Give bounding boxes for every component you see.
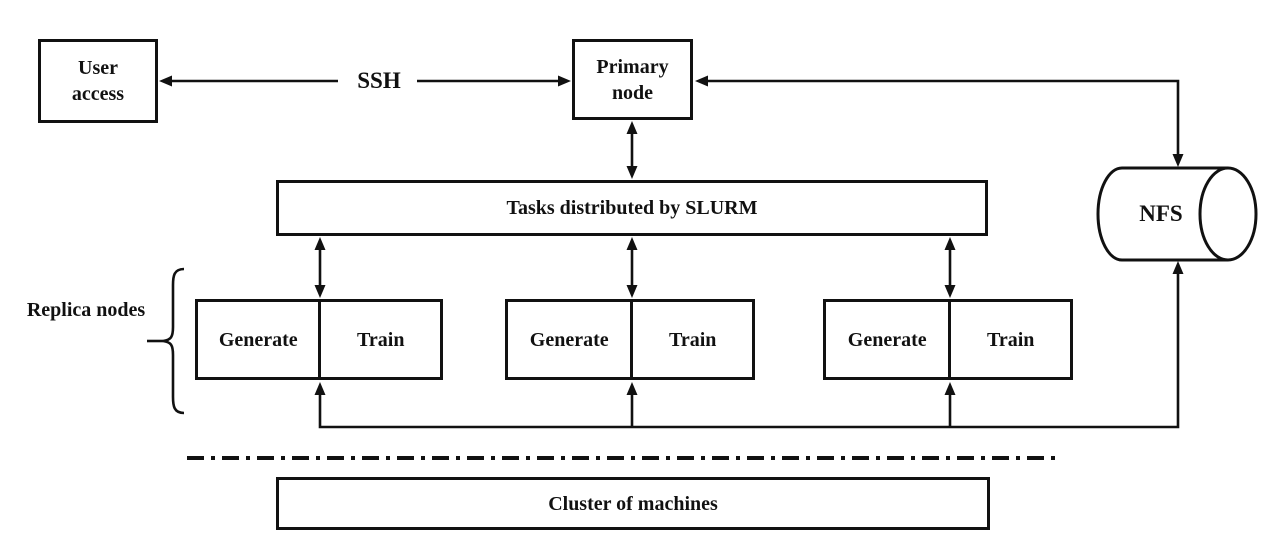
replica-nodes-group-label: Replica nodes [25, 296, 147, 325]
arrowhead-into-replica1-top [314, 285, 326, 298]
train-label: Train [987, 328, 1035, 351]
replica-node-2: Generate Train [505, 299, 755, 380]
primary-node: Primary node [572, 39, 693, 120]
cluster-of-machines-node: Cluster of machines [276, 477, 990, 530]
generate-label: Generate [529, 328, 609, 351]
arrowhead-into-primary-right [695, 75, 708, 87]
arrowhead-into-slurm-top [626, 166, 638, 179]
replica-1-train-cell: Train [321, 302, 440, 377]
replica-node-1: Generate Train [195, 299, 443, 380]
nfs-primary-connector [708, 79, 1180, 154]
arrowhead-into-replica3-top [944, 285, 956, 298]
curly-brace-icon [147, 267, 185, 415]
arrowhead-into-nfs-top [1172, 154, 1184, 167]
replica-nodes-group-label-text: Replica nodes [26, 299, 146, 321]
arrowhead-into-primary-bottom [626, 121, 638, 134]
arrowhead-into-replica3-bottom [944, 382, 956, 395]
cluster-of-machines-label: Cluster of machines [548, 492, 718, 515]
arrowhead-into-replica2-bottom [626, 382, 638, 395]
bottom-bus-connector [318, 274, 1180, 429]
curly-brace-path [162, 267, 185, 415]
train-label: Train [669, 328, 717, 351]
primary-node-label: Primary node [596, 55, 669, 104]
nfs-node-label-text: NFS [1139, 201, 1183, 226]
ssh-edge-label: SSH [339, 64, 419, 98]
replica-3-generate-cell: Generate [826, 302, 952, 377]
cylinder-end-cap [1198, 166, 1258, 262]
replica-3-train-cell: Train [951, 302, 1070, 377]
arrowhead-into-replica2-top [626, 285, 638, 298]
user-access-node: User access [38, 39, 158, 123]
train-label: Train [357, 328, 405, 351]
replica-node-3: Generate Train [823, 299, 1073, 380]
slurm-task-bar: Tasks distributed by SLURM [276, 180, 988, 236]
nfs-node-label: NFS [1113, 172, 1209, 256]
replica-2-generate-cell: Generate [508, 302, 634, 377]
slurm-task-bar-label: Tasks distributed by SLURM [506, 197, 758, 219]
arrowhead-into-user-access [159, 75, 172, 87]
arrowhead-into-slurm-bottom-1 [314, 237, 326, 250]
generate-label: Generate [218, 328, 298, 351]
user-access-label: User access [71, 57, 125, 105]
arrowhead-into-slurm-bottom-3 [944, 237, 956, 250]
generate-label: Generate [847, 328, 927, 351]
ssh-edge-label-text: SSH [357, 68, 401, 93]
arrowhead-into-primary-left [558, 75, 571, 87]
arrowhead-into-slurm-bottom-2 [626, 237, 638, 250]
cylinder-body [1096, 166, 1228, 262]
cylinder-icon [1096, 166, 1258, 262]
replica-1-generate-cell: Generate [198, 302, 322, 377]
arrowhead-into-replica1-bottom [314, 382, 326, 395]
replica-2-train-cell: Train [633, 302, 752, 377]
arrowhead-into-nfs-bottom [1172, 261, 1184, 274]
